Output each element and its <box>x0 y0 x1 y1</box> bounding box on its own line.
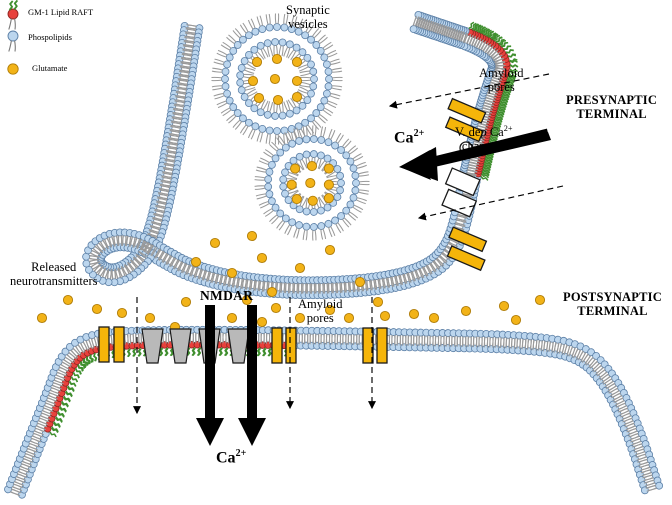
glutamate-dot <box>241 294 253 306</box>
glutamate-dot <box>226 267 238 279</box>
glutamate-dot <box>266 286 278 298</box>
label-v-dep-ca-channels: V. dep Ca2+ channels <box>455 124 513 154</box>
postsynaptic-calcium-arrows <box>196 305 266 446</box>
synaptic-vesicle-upper <box>210 12 344 146</box>
synaptic-vesicle-lower <box>253 124 371 242</box>
glutamate-dot <box>91 303 103 315</box>
label-nmdar: NMDAR <box>200 288 254 303</box>
glutamate-dot <box>62 294 74 306</box>
glutamate-dot <box>324 304 336 316</box>
glutamate-dot <box>428 312 440 324</box>
v-dep-line2: channels <box>461 139 506 154</box>
glutamate-dot <box>36 312 48 324</box>
glutamate-icon <box>7 63 19 75</box>
glutamate-dot <box>116 307 128 319</box>
glutamate-dot <box>209 237 221 249</box>
glutamate-dot <box>372 296 384 308</box>
glutamate-dot <box>379 310 391 322</box>
v-dep-line1: V. dep Ca <box>455 125 504 140</box>
glutamate-dot <box>226 312 238 324</box>
label-calcium-postsynaptic: Ca2+ <box>216 448 247 467</box>
legend-label-gm1: GM-1 Lipid RAFT <box>28 7 94 17</box>
glutamate-dot <box>324 244 336 256</box>
glutamate-dot <box>294 312 306 324</box>
postsynaptic-pore-flux-arrows <box>132 297 377 415</box>
legend-label-phospholipids: Phospolipids <box>28 32 72 42</box>
presynaptic-calcium-arrow <box>399 128 551 181</box>
postsynaptic-amyloid-pore-group <box>98 326 388 364</box>
glutamate-dot <box>460 305 472 317</box>
presynaptic-pore-flux-arrows <box>388 73 564 221</box>
glutamate-dot <box>343 312 355 324</box>
phospholipid-icon <box>7 30 19 52</box>
label-postsynaptic-terminal: POSTSYNAPTIC TERMINAL <box>563 290 662 319</box>
gm1-lipid-raft-icon <box>7 0 19 30</box>
glutamate-dot <box>498 300 510 312</box>
label-calcium-presynaptic: Ca2+ <box>394 128 425 147</box>
glutamate-dot <box>256 252 268 264</box>
label-released-neurotransmitters: Released neurotransmitters <box>10 260 98 289</box>
label-amyloid-pores-presynaptic: Amyloid pores <box>479 66 524 95</box>
glutamate-dot <box>190 256 202 268</box>
glutamate-dot <box>408 308 420 320</box>
glutamate-dot <box>246 230 258 242</box>
label-presynaptic-terminal: PRESYNAPTIC TERMINAL <box>566 93 658 122</box>
label-amyloid-pores-postsynaptic: Amyloid pores <box>298 297 343 326</box>
glutamate-dot <box>510 314 522 326</box>
legend-label-glutamate: Glutamate <box>32 63 68 73</box>
glutamate-dot <box>534 294 546 306</box>
presynaptic-amyloid-pore-group <box>444 97 488 272</box>
glutamate-dot <box>256 316 268 328</box>
glutamate-dot <box>180 296 192 308</box>
glutamate-dot <box>144 312 156 324</box>
label-synaptic-vesicles: Synaptic vesicles <box>286 3 330 32</box>
glutamate-dot <box>354 276 366 288</box>
glutamate-dot <box>294 262 306 274</box>
glutamate-dot <box>270 302 282 314</box>
v-dep-sup: 2+ <box>503 124 513 133</box>
v-dep-ca-channel-group <box>441 141 481 218</box>
